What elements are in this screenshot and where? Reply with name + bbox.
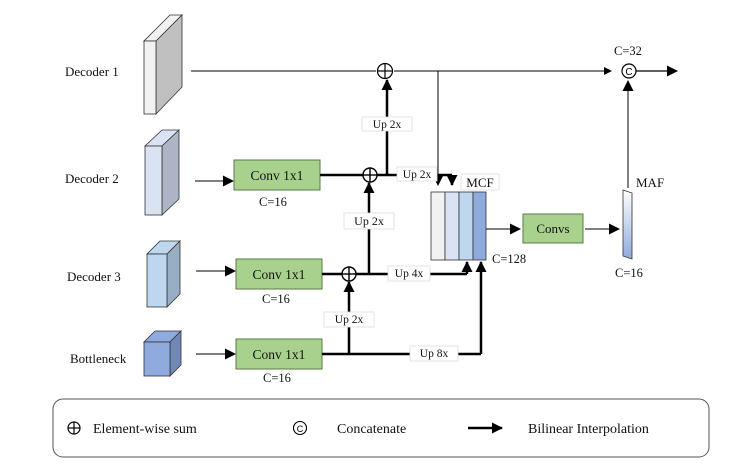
legend-arrow-label: Bilinear Interpolation [528,422,649,437]
decoder2-feature-map [143,129,181,216]
sum-node-d1 [376,62,394,80]
legend-concat-label: Concatenate [337,422,406,437]
up-label-box [409,345,459,362]
conv-d3-label: Conv 1x1 [253,267,306,282]
upsample-bn-to-d3: Up 2x [335,314,364,326]
conv-d2-block [233,159,321,191]
conv-bn-channels: C=16 [263,371,291,385]
maf-channels: C=16 [615,266,643,280]
upsample-d2-to-d1: Up 2x [373,119,402,131]
decoder3-feature-map [146,240,181,308]
mcf-channels: C=128 [492,252,526,266]
upsample-d3-to-mcf: Up 4x [395,268,424,280]
label-decoder2: Decoder 2 [65,171,119,186]
concat-icon: C [292,420,308,436]
upsample-d2-to-mcf: Up 2x [403,169,432,181]
bottleneck-feature-map [143,330,182,377]
upsample-d3-to-d2: Up 2x [354,214,384,228]
svg-text:C: C [297,424,304,434]
maf-label: MAF [636,175,664,190]
decoder1-feature-map [143,14,183,115]
conv-d2-channels: C=16 [259,195,287,209]
conv-d3-block [235,258,323,290]
concat-channels: C=32 [614,44,642,58]
upsample-bn-to-mcf: Up 8x [420,348,449,360]
up-label-box [387,265,431,282]
conv-d3-channels: C=16 [262,292,290,306]
svg-text:C: C [625,67,632,78]
convs-block [522,213,584,244]
up-label-box [396,166,438,182]
mcf-stack [430,191,487,261]
label-bottleneck: Bottleneck [70,351,127,366]
conv-d2-label: Conv 1x1 [251,168,304,183]
sum-node-d3 [341,266,357,282]
sum-icon [67,421,81,435]
up-label-box [361,116,413,132]
conv-bn-block [235,338,323,370]
conv-bn-label: Conv 1x1 [253,347,306,362]
legend-box [52,398,710,458]
mcf-label-box [460,173,500,191]
concat-node: C [621,63,637,79]
sum-node-d2 [362,167,378,183]
label-decoder1: Decoder 1 [65,64,119,79]
maf-map [622,189,633,260]
up-label-box [323,311,375,328]
legend-sum-label: Element-wise sum [93,422,197,437]
label-decoder3: Decoder 3 [67,269,121,284]
up-label-box [343,212,395,230]
mcf-label: MCF [466,175,493,190]
convs-label: Convs [536,221,569,236]
